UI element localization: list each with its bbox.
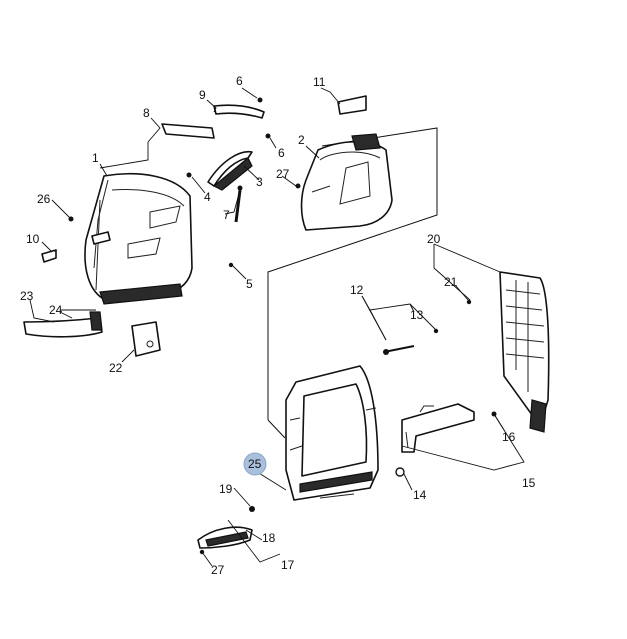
trim-strip-9-part [213, 97, 265, 119]
callout-26: 26 [37, 192, 51, 206]
mounting-frame-part [285, 365, 379, 501]
callout-21: 21 [444, 275, 458, 289]
callout-27-top: 27 [276, 167, 290, 181]
callout-9: 9 [199, 88, 206, 102]
callout-15: 15 [522, 476, 536, 490]
callout-12: 12 [350, 283, 364, 297]
callout-17: 17 [281, 558, 295, 572]
callout-25-highlight [243, 452, 267, 476]
callout-labels: 1 2 3 4 5 6 6 7 8 9 10 11 12 13 14 15 16… [20, 74, 536, 577]
callout-16: 16 [502, 430, 516, 444]
callout-11: 11 [313, 75, 326, 89]
callout-14: 14 [413, 488, 427, 502]
callout-24: 24 [49, 303, 63, 317]
headlamp-lens-part [300, 133, 393, 231]
callout-23: 23 [20, 289, 34, 303]
callout-20: 20 [427, 232, 441, 246]
plate-part [131, 321, 161, 357]
lower-trim-part [23, 311, 103, 338]
callout-6-top: 6 [236, 74, 243, 88]
vent-grille-part [499, 271, 550, 433]
bracket-seal-part [207, 151, 253, 191]
trim-strip-8-part [161, 123, 215, 139]
callout-7: 7 [223, 208, 230, 222]
adjuster-bolt-part [383, 345, 415, 355]
callout-2: 2 [298, 133, 305, 147]
callout-10: 10 [26, 232, 40, 246]
callout-1: 1 [92, 151, 99, 165]
callout-6-mid: 6 [278, 146, 285, 160]
callout-18: 18 [262, 531, 276, 545]
pad-part [337, 95, 367, 115]
callout-27-bottom: 27 [211, 563, 225, 577]
side-bracket-part [401, 403, 475, 453]
callout-19: 19 [219, 482, 233, 496]
assembly-outline-box [267, 127, 438, 439]
callout-5: 5 [246, 277, 253, 291]
callout-13: 13 [410, 308, 424, 322]
callout-3: 3 [256, 175, 263, 189]
callout-22: 22 [109, 361, 123, 375]
callout-4: 4 [204, 190, 211, 204]
headlamp-housing-part [84, 173, 193, 305]
lower-bracket-part [197, 526, 253, 549]
callout-8: 8 [143, 106, 150, 120]
rod-part [234, 185, 243, 223]
leader-lines [29, 87, 525, 567]
callout-25: 25 [248, 457, 262, 471]
